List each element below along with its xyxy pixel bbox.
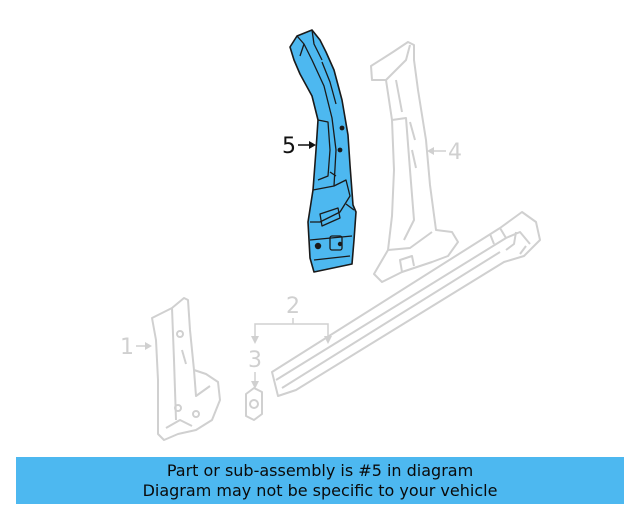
- callout-1: 1: [120, 335, 152, 360]
- part-5-holes: [314, 125, 345, 251]
- callout-3: 3: [248, 348, 262, 389]
- part-2-rocker-panel: [271, 211, 541, 397]
- part-1-inner-pillar: [151, 297, 221, 441]
- banner-line-part-number: Part or sub-assembly is #5 in diagram: [166, 460, 474, 480]
- part-info-banner: Part or sub-assembly is #5 in diagram Di…: [16, 457, 624, 504]
- part-4-outer-pillar: [370, 41, 459, 283]
- callout-5: 5: [282, 134, 316, 159]
- part-5-inner-center-pillar: [289, 29, 357, 273]
- callout-4: 4: [427, 140, 462, 165]
- callout-5-label: 5: [282, 134, 296, 159]
- callout-2: 2: [251, 294, 332, 344]
- part-5-detail-lines: [296, 29, 355, 261]
- callout-4-label: 4: [448, 140, 462, 165]
- part-5-body: [289, 29, 357, 273]
- banner-line-disclaimer: Diagram may not be specific to your vehi…: [142, 480, 498, 500]
- part-3-bracket: [245, 387, 263, 421]
- callout-1-label: 1: [120, 335, 134, 360]
- callout-2-label: 2: [286, 294, 300, 319]
- callout-3-label: 3: [248, 348, 262, 373]
